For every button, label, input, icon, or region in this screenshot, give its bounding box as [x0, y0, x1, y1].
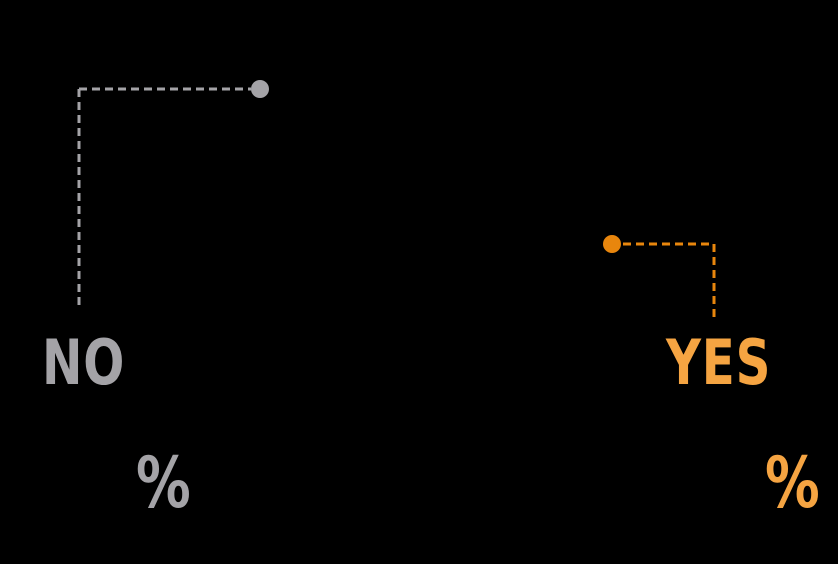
yes-callout-connector: [603, 235, 716, 319]
no-callout-dot-icon: [251, 80, 269, 98]
no-label: NO: [42, 326, 126, 399]
no-callout-connector: [77, 80, 269, 305]
yes-percent-symbol: %: [765, 442, 821, 524]
no-percent-symbol: %: [136, 442, 192, 524]
yes-callout-dot-icon: [603, 235, 621, 253]
yes-label: YES: [666, 326, 772, 399]
